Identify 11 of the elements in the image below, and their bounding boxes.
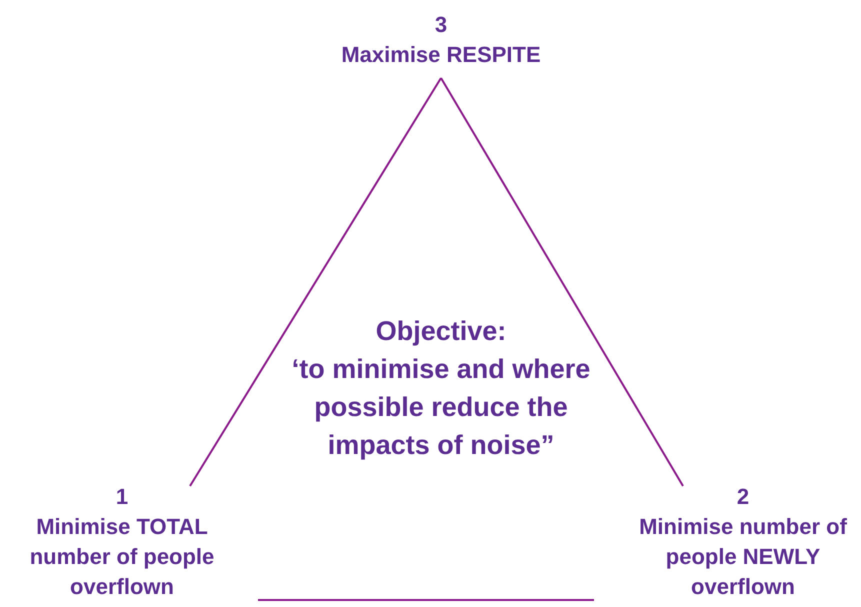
step-number: 2 xyxy=(736,483,750,511)
objective-heading: Objective: xyxy=(374,315,508,348)
step-number: 3 xyxy=(434,11,448,39)
criterion-text: Maximise RESPITE xyxy=(340,41,542,69)
criterion-text: Minimise TOTAL number of people overflown xyxy=(28,513,216,601)
triangle-side xyxy=(258,599,594,601)
triangle-side xyxy=(440,78,684,486)
triangle-side xyxy=(189,77,442,487)
objective-text: ‘to minimise and where possible reduce the impacts of noise” xyxy=(290,353,592,462)
step-number: 1 xyxy=(114,483,130,511)
criterion-text: Minimise number of people NEWLY overflown xyxy=(638,513,848,601)
